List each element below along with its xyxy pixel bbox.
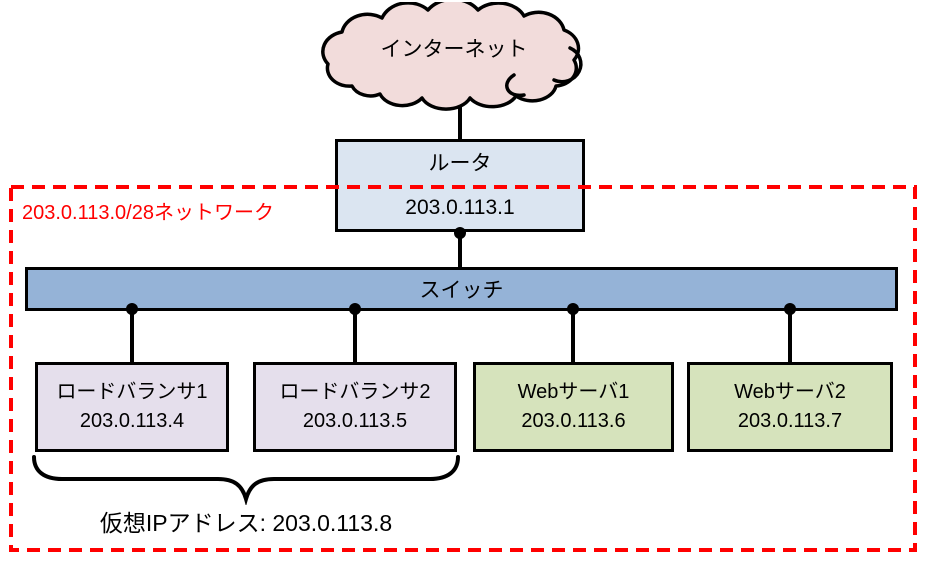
link-switch-lb2 bbox=[353, 309, 357, 362]
device-name: ロードバランサ2 bbox=[279, 381, 431, 403]
router-name: ルータ bbox=[428, 151, 492, 175]
link-internet-router bbox=[458, 92, 462, 140]
device-ip: 203.0.113.7 bbox=[737, 410, 843, 432]
internet-cloud-icon bbox=[321, 2, 583, 111]
switch-port-dot bbox=[784, 303, 796, 315]
switch-node: スイッチ bbox=[25, 267, 898, 311]
device-ip: 203.0.113.6 bbox=[521, 410, 626, 432]
web-server-2-node: Webサーバ2 203.0.113.7 bbox=[687, 362, 893, 452]
router-ip: 203.0.113.1 bbox=[405, 195, 515, 219]
web-server-1-node: Webサーバ1 203.0.113.6 bbox=[473, 362, 674, 452]
device-name: ロードバランサ1 bbox=[56, 381, 208, 403]
link-switch-web2 bbox=[788, 309, 792, 362]
device-name: Webサーバ1 bbox=[517, 381, 630, 403]
link-switch-lb1 bbox=[130, 309, 134, 362]
device-name: Webサーバ2 bbox=[734, 381, 846, 403]
switch-port-dot bbox=[126, 303, 138, 315]
network-label: 203.0.113.0/28ネットワーク bbox=[22, 202, 274, 224]
switch-port-dot bbox=[567, 303, 579, 315]
router-port-dot bbox=[454, 227, 466, 239]
device-ip: 203.0.113.5 bbox=[302, 410, 408, 432]
router-node: ルータ 203.0.113.1 bbox=[335, 139, 585, 232]
link-switch-web1 bbox=[571, 309, 575, 362]
switch-port-dot bbox=[349, 303, 361, 315]
virtual-ip-label: 仮想IPアドレス: 203.0.113.8 bbox=[99, 510, 393, 536]
switch-label: スイッチ bbox=[419, 279, 504, 302]
load-balancer-1-node: ロードバランサ1 203.0.113.4 bbox=[35, 362, 229, 452]
load-balancer-2-node: ロードバランサ2 203.0.113.5 bbox=[253, 362, 457, 452]
brace-shape bbox=[32, 455, 460, 505]
device-ip: 203.0.113.4 bbox=[79, 410, 185, 432]
internet-label: インターネット bbox=[380, 38, 528, 61]
